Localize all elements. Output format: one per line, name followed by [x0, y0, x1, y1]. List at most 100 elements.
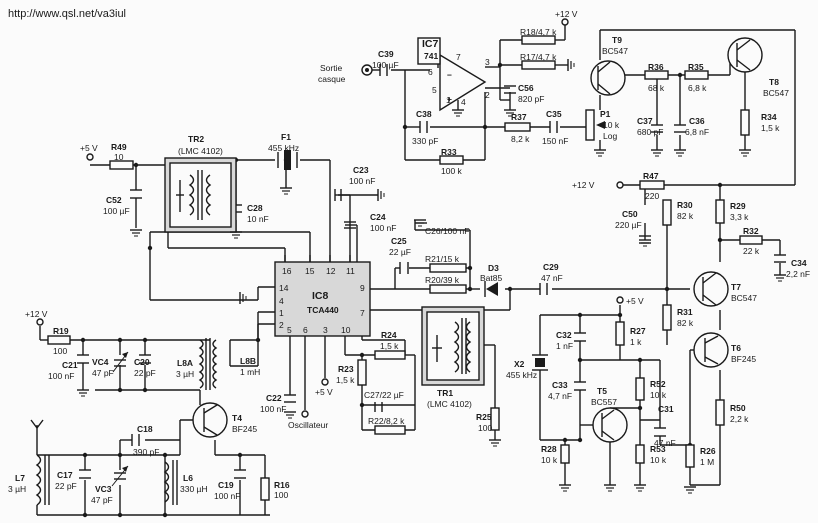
t9-circle: [590, 60, 626, 96]
r20-ref: R20/39 k: [425, 275, 460, 285]
ic8-pin-1: 1: [279, 308, 284, 318]
resistor-r25: [490, 407, 500, 431]
coil-l7: [35, 454, 42, 506]
t5-ref: T5: [597, 386, 607, 396]
ic8-pin-12: 12: [326, 266, 336, 276]
c37-value: 680 pF: [637, 127, 664, 137]
resistor-r24: [374, 350, 406, 360]
c36-value: 6,8 nF: [685, 127, 710, 137]
c17-value: 22 pF: [55, 481, 77, 491]
c50-ref: C50: [622, 209, 638, 219]
resistor-r29: [715, 199, 725, 224]
tr2-ref: TR2: [188, 134, 205, 144]
r50-ref: R50: [730, 403, 746, 413]
coil-l8a: [198, 339, 204, 389]
l8b-value: 1 mH: [240, 367, 261, 377]
transistor-bodies: [192, 37, 763, 443]
coil-l6: [163, 461, 170, 503]
capacitor-plates: [77, 64, 786, 487]
c24-value: 100 nF: [370, 223, 397, 233]
headphone-jack: [361, 64, 373, 76]
c52-value: 100 µF: [103, 206, 130, 216]
d3-ref: D3: [488, 263, 499, 273]
resistor-r35: [684, 70, 709, 80]
ic7-opamp: − +: [417, 37, 487, 112]
resistor-r27: [615, 321, 625, 346]
l7-ref: L7: [15, 473, 25, 483]
c18-ref: C18: [137, 424, 153, 434]
r32-value: 22 k: [743, 246, 760, 256]
c50-value: 220 µF: [615, 220, 642, 230]
ic8-pin-5: 5: [287, 325, 292, 335]
p1-taper: Log: [603, 131, 618, 141]
c39-ref: C39: [378, 49, 394, 59]
supply-12v-r19: +12 V: [25, 309, 48, 319]
ic7-part: 741: [424, 51, 439, 61]
potentiometer-p1: [585, 109, 595, 141]
resistor-r30: [662, 199, 672, 226]
r49-value: 10: [114, 152, 124, 162]
ic8-pin-7: 7: [360, 308, 365, 318]
ic8-pin-4: 4: [279, 296, 284, 306]
r27-ref: R27: [630, 326, 646, 336]
r26-ref: R26: [700, 446, 716, 456]
ic7-pin-2: 2: [485, 90, 490, 100]
junction-dots: [80, 62, 723, 518]
f1-ref: F1: [281, 132, 291, 142]
supply-5v-r49: +5 V: [80, 143, 98, 153]
ic8-pin-9: 9: [360, 283, 365, 293]
ic8-pin-3: 3: [323, 325, 328, 335]
t4-part: BF245: [232, 424, 258, 434]
inductor-coils: [35, 338, 218, 506]
c27-ref: C27/22 µF: [364, 390, 404, 400]
r28-value: 10 k: [541, 455, 558, 465]
r50-value: 2,2 k: [730, 414, 749, 424]
r35-value: 6,8 k: [688, 83, 707, 93]
r25-value: 100: [478, 423, 493, 433]
c25-ref: C25: [391, 236, 407, 246]
terminal-dots: [36, 18, 624, 418]
c24-ref: C24: [370, 212, 386, 222]
resistor-r21: [429, 263, 467, 273]
c38-ref: C38: [416, 109, 432, 119]
crystal-x2-symbol: [532, 354, 548, 371]
c37-ref: C37: [637, 116, 653, 126]
r35-ref: R35: [688, 62, 704, 72]
t8-part: BC547: [763, 88, 789, 98]
l6-value: 330 µH: [180, 484, 208, 494]
l6-ref: L6: [183, 473, 193, 483]
c34-value: 2,2 nF: [786, 269, 811, 279]
t9-ref: T9: [612, 35, 622, 45]
resistor-r32: [739, 235, 763, 245]
wiring: [36, 25, 796, 516]
c28-value: 10 nF: [247, 214, 269, 224]
c17-ref: C17: [57, 470, 73, 480]
r47-ref: R47: [643, 171, 659, 181]
oscillateur-label: Oscillateur: [288, 420, 329, 430]
r53-value: 10 k: [650, 455, 667, 465]
svg-text:+: +: [447, 94, 452, 104]
ic7-pin-3: 3: [485, 57, 490, 67]
sortie-label-line1: Sortie: [320, 63, 343, 73]
r17-ref: R17/4,7 k: [520, 52, 557, 62]
ic8-pin-6: 6: [303, 325, 308, 335]
ic7-pin-1: 1: [446, 95, 451, 105]
resistor-r36: [644, 70, 669, 80]
r33-value: 100 k: [441, 166, 462, 176]
t9-part: BC547: [602, 46, 628, 56]
r29-value: 3,3 k: [730, 212, 749, 222]
r26-value: 1 M: [700, 457, 715, 467]
r30-ref: R30: [677, 200, 693, 210]
resistor-r37: [504, 122, 531, 132]
x2-value: 455 kHz: [506, 370, 538, 380]
c19-value: 100 nF: [214, 491, 241, 501]
c31-value: 47 nF: [654, 438, 676, 448]
vc4-ref: VC4: [92, 357, 109, 367]
r18-ref: R18/4,7 k: [520, 27, 557, 37]
t4-circle: [192, 402, 228, 438]
r49-ref: R49: [111, 142, 127, 152]
c35-value: 150 nF: [542, 136, 569, 146]
t6-circle: [693, 332, 729, 368]
svg-text:−: −: [447, 70, 452, 80]
r36-ref: R36: [648, 62, 664, 72]
